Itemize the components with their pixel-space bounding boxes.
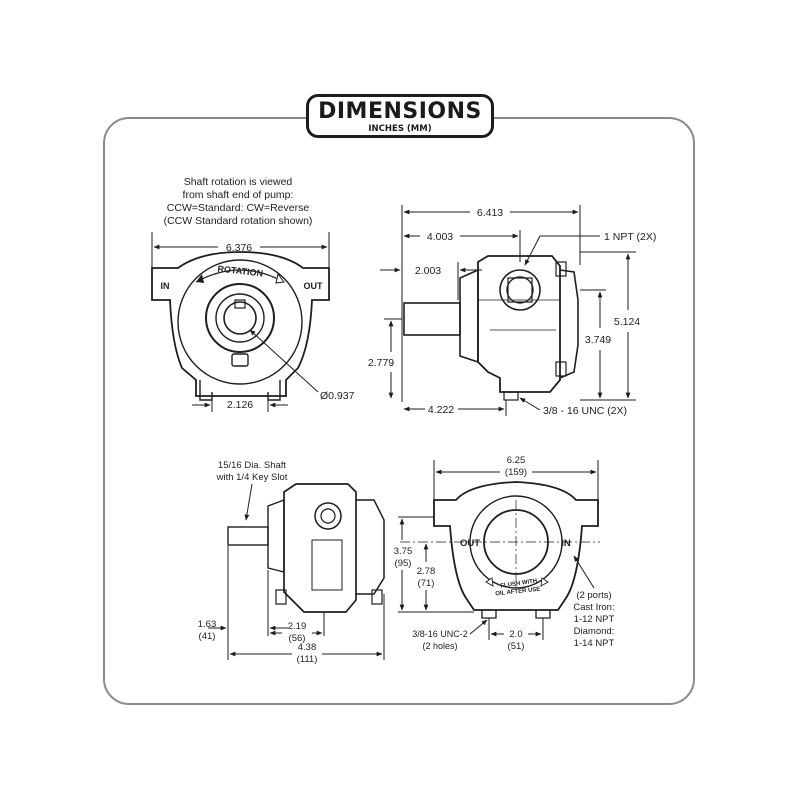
ports-note-line-3: 1-12 NPT (574, 614, 615, 625)
front-width-dim: 6.376 (226, 242, 252, 254)
view-side-metric: 15/16 Dia. Shaft with 1/4 Key Slot (198, 460, 385, 665)
side-foot-length: 4.222 (428, 404, 454, 416)
metric-dim-b-in: 2.19 (288, 621, 307, 632)
view-front-metric: 6.25 (159) OUT IN FLUSH WITH OIL AFTER U… (394, 455, 615, 652)
side-shaft-height: 2.779 (368, 357, 394, 369)
front-metric-thread-line-1: 3/8-16 UNC-2 (412, 629, 468, 639)
front-port-in: IN (161, 281, 170, 291)
page-subtitle: INCHES (MM) (368, 124, 432, 134)
page-title: DIMENSIONS (318, 99, 482, 124)
metric-dim-c-in: 4.38 (298, 642, 317, 653)
side-length-to-port: 4.003 (427, 231, 453, 243)
front-foot-dim: 2.126 (227, 399, 253, 411)
rotation-note-line-2: from shaft end of pump: (183, 189, 294, 201)
front-metric-width-mm: (159) (505, 467, 527, 478)
front-metric-thread-line-2: (2 holes) (422, 641, 457, 651)
rotation-note-line-1: Shaft rotation is viewed (184, 176, 293, 188)
side-shaft-to-body: 2.003 (415, 265, 441, 277)
view-front-rotation: Shaft rotation is viewed from shaft end … (151, 176, 355, 412)
side-port-height: 3.749 (585, 334, 611, 346)
front-metric-height-in: 3.75 (394, 546, 413, 557)
front-metric-foot-mm: (51) (508, 641, 525, 652)
shaft-note-line-2: with 1/4 Key Slot (216, 472, 288, 483)
ports-note-line-4: Diamond: (574, 626, 615, 637)
side-overall-length: 6.413 (477, 207, 503, 219)
ports-note-line-5: 1-14 NPT (574, 638, 615, 649)
side-overall-height: 5.124 (614, 316, 640, 328)
flush-label-line-1: FLUSH WITH (500, 578, 537, 589)
front-metric-width-in: 6.25 (507, 455, 526, 466)
front-metric-center-mm: (71) (418, 578, 435, 589)
front-metric-port-in: IN (561, 538, 571, 549)
front-metric-port-out: OUT (460, 538, 480, 549)
shaft-diameter-dim: Ø0.937 (320, 390, 355, 402)
content-frame (103, 117, 695, 705)
front-metric-center-in: 2.78 (417, 566, 436, 577)
front-metric-height-mm: (95) (395, 558, 412, 569)
view-side: 6.413 4.003 1 NPT (2X) 2.003 (368, 205, 656, 417)
metric-dim-c-mm: (111) (297, 654, 318, 665)
side-mount-thread: 3/8 - 16 UNC (2X) (543, 405, 627, 417)
rotation-note-line-3: CCW=Standard: CW=Reverse (167, 202, 310, 214)
metric-dim-a-mm: (41) (199, 631, 216, 642)
ports-note-line-2: Cast Iron: (573, 602, 614, 613)
ports-note-line-1: (2 ports) (576, 590, 611, 601)
front-metric-foot-in: 2.0 (509, 629, 522, 640)
rotation-note-line-4: (CCW Standard rotation shown) (164, 215, 313, 227)
front-port-out: OUT (304, 281, 324, 291)
shaft-note-line-1: 15/16 Dia. Shaft (218, 460, 286, 471)
metric-dim-b-mm: (56) (289, 633, 306, 644)
side-port-label: 1 NPT (2X) (604, 231, 656, 243)
flush-label-line-2: OIL AFTER USE (495, 587, 541, 598)
title-badge: DIMENSIONS INCHES (MM) (306, 94, 494, 138)
rotation-label: ROTATION (217, 264, 263, 279)
metric-dim-a-in: 1.63 (198, 619, 217, 630)
